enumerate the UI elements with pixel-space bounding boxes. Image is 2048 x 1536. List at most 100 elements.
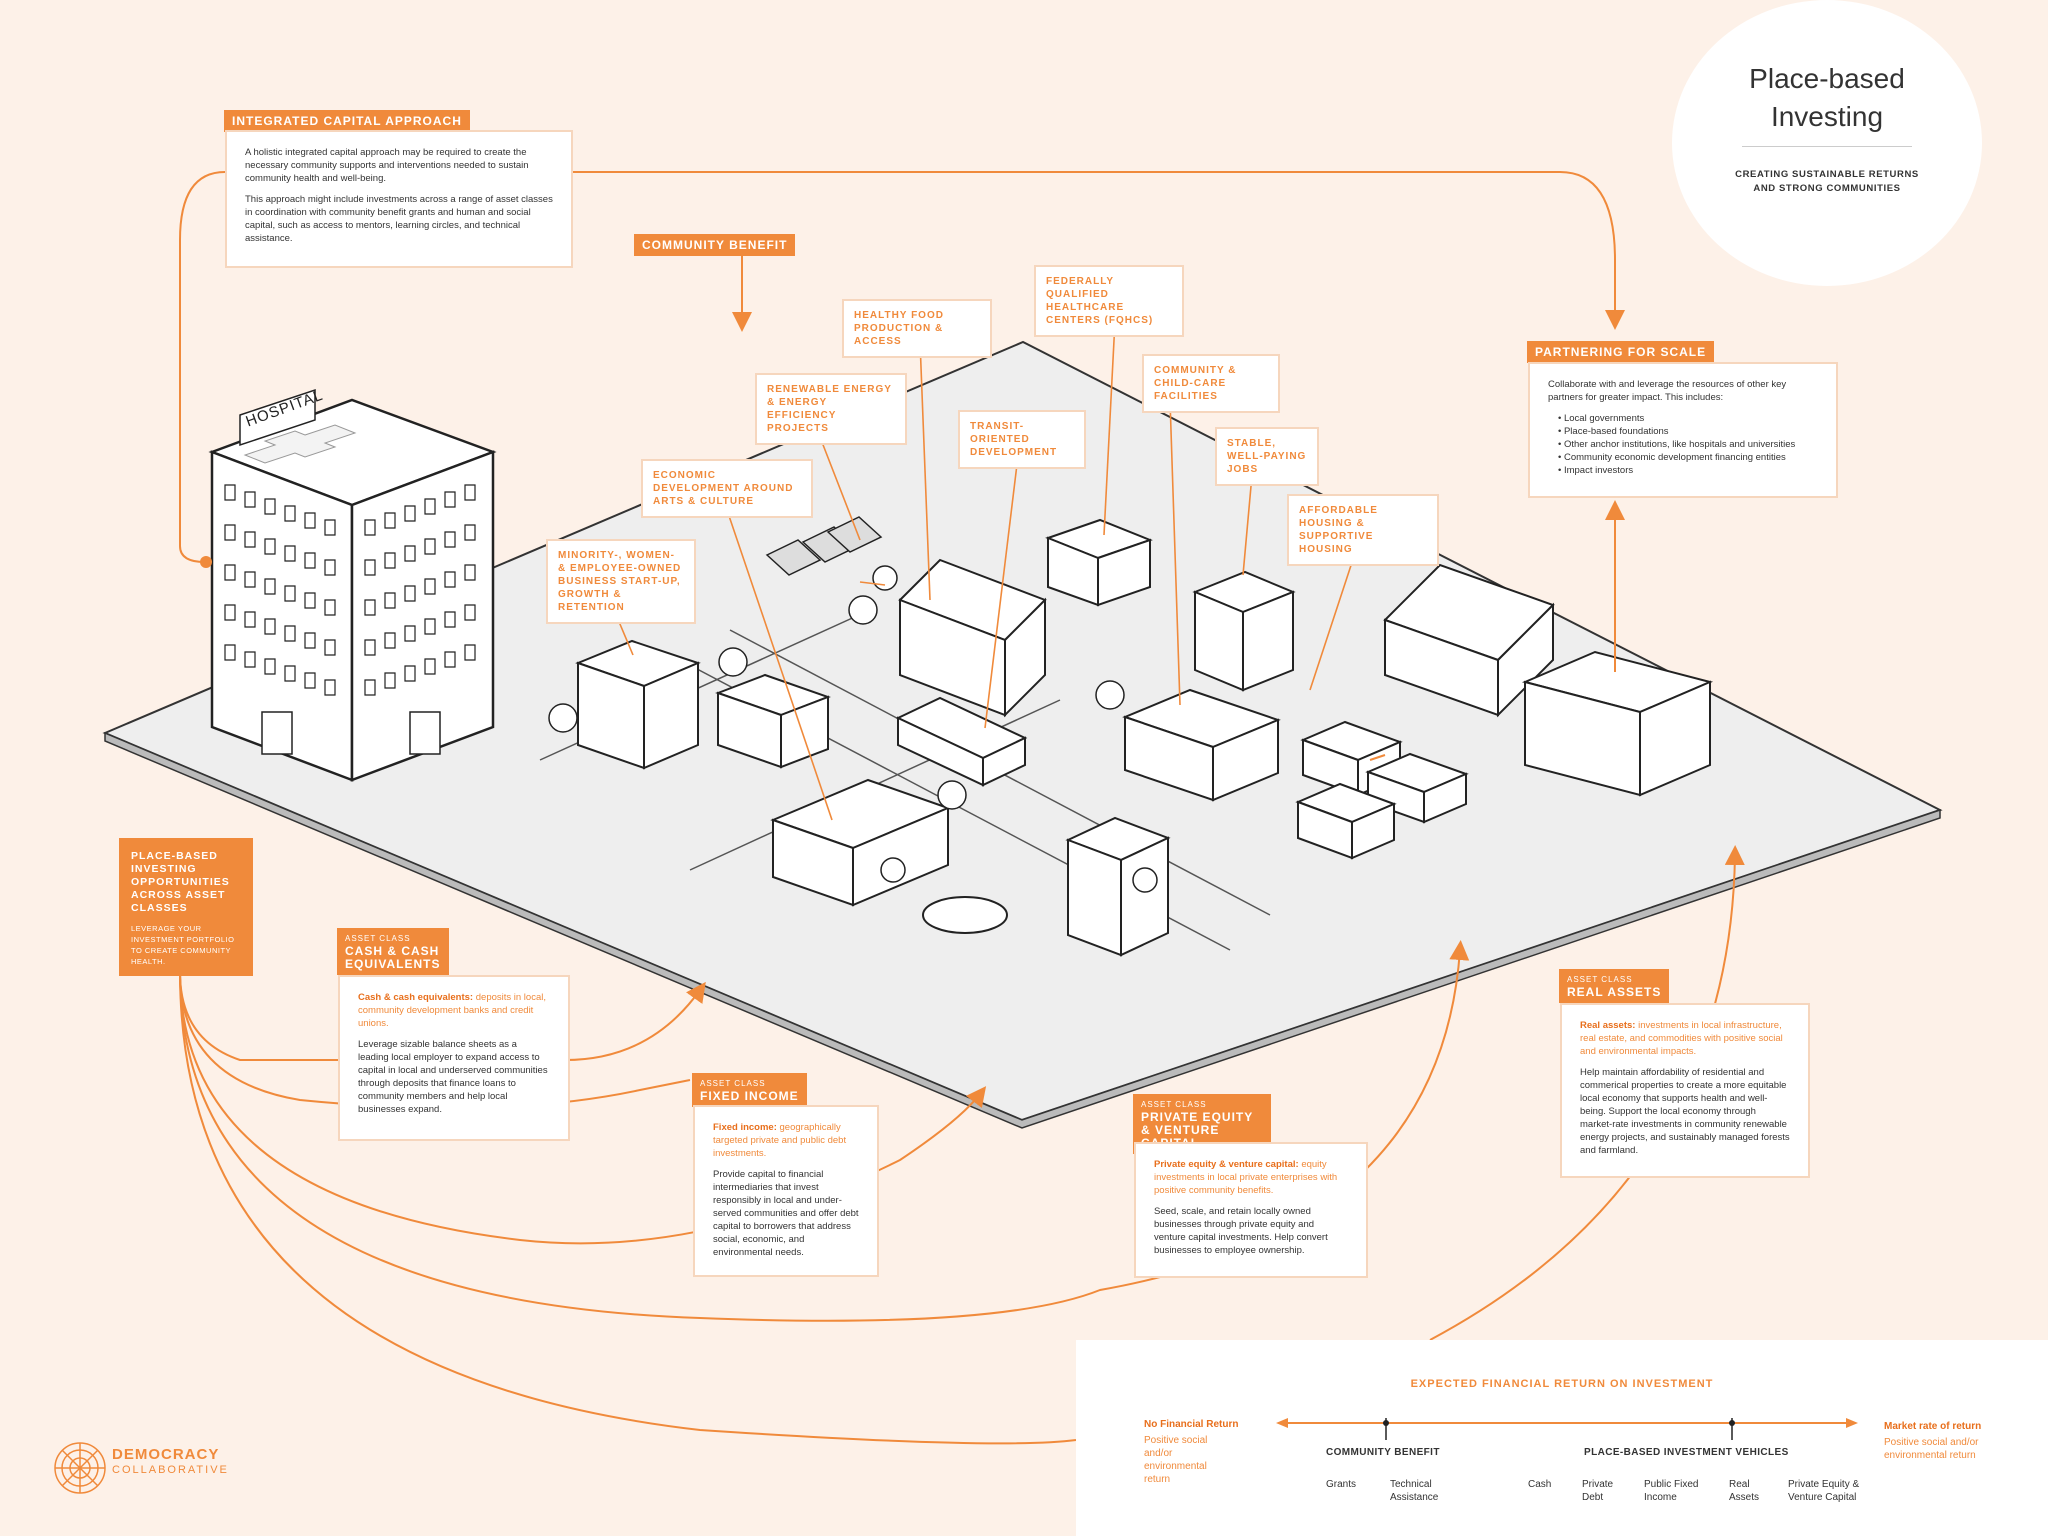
main-title-line1: Place-based [1749, 63, 1905, 94]
office-building [1065, 816, 1171, 957]
label-healthy-food: HEALTHY FOOD PRODUCTION & ACCESS [842, 299, 992, 358]
list-item: Community economic development financing… [1558, 451, 1818, 464]
logo-word-1: DEMOCRACY [112, 1446, 220, 1463]
legend-item: Private Debt [1582, 1479, 1614, 1503]
jobs-building [1192, 570, 1296, 692]
greenhouse [898, 558, 1047, 718]
cash-lead-bold: Cash & cash equivalents: [358, 992, 474, 1003]
private-equity-box: Private equity & venture capital: equity… [1134, 1142, 1368, 1278]
integrated-p2: This approach might include investments … [245, 194, 553, 244]
small-shop [715, 673, 831, 769]
real-body: Help maintain affordability of residenti… [1580, 1067, 1790, 1156]
label-arts: ECONOMIC DEVELOPMENT AROUND ARTS & CULTU… [641, 459, 813, 518]
fixed-lead-text: geographically targeted private and publ… [713, 1122, 847, 1159]
real-assets-tag: ASSET CLASS REAL ASSETS [1559, 969, 1670, 1003]
real-lead: Real assets: investments in local infras… [1580, 1019, 1790, 1058]
legend-item: Private Equity & Venture Capital [1788, 1479, 1860, 1503]
legend-left-sub: Positive social and/or environmental ret… [1144, 1435, 1208, 1485]
fixed-income-tag-title: FIXED INCOME [700, 1089, 799, 1103]
real-assets-building [1521, 650, 1714, 797]
civic-building [1383, 563, 1555, 718]
shop-building [575, 639, 701, 770]
fixed-body: Provide capital to financial intermediar… [713, 1169, 859, 1258]
asset-class-label: ASSET CLASS [1567, 975, 1633, 984]
return-legend: EXPECTED FINANCIAL RETURN ON INVESTMENT … [1076, 1340, 2048, 1536]
label-transit: TRANSIT-ORIENTED DEVELOPMENT [958, 410, 1086, 469]
real-assets-tag-title: REAL ASSETS [1567, 985, 1662, 999]
asset-class-label: ASSET CLASS [1141, 1100, 1207, 1109]
partnering-intro: Collaborate with and leverage the resour… [1548, 379, 1787, 403]
legend-item: Public Fixed Income [1644, 1479, 1699, 1503]
cash-body: Leverage sizable balance sheets as a lea… [358, 1039, 548, 1115]
legend-title: EXPECTED FINANCIAL RETURN ON INVESTMENT [1410, 1378, 1714, 1390]
asset-class-label: ASSET CLASS [345, 934, 411, 943]
legend-right-sub: Positive social and/or environmental ret… [1884, 1437, 1979, 1461]
bus [895, 696, 1028, 787]
integrated-capital-tag: INTEGRATED CAPITAL APPROACH [224, 110, 470, 132]
list-item: Place-based foundations [1558, 425, 1818, 438]
pe-lead: Private equity & venture capital: equity… [1154, 1158, 1348, 1197]
label-jobs: STABLE, WELL-PAYING JOBS [1215, 427, 1319, 486]
ground-edge [104, 731, 1941, 1129]
legend-right-bold: Market rate of return [1884, 1421, 1982, 1432]
fixed-income-tag: ASSET CLASS FIXED INCOME [692, 1073, 807, 1107]
fixed-income-box: Fixed income: geographically targeted pr… [693, 1105, 879, 1277]
title-circle: Place-based Investing CREATING SUSTAINAB… [1672, 0, 1982, 286]
list-item: Impact investors [1558, 464, 1818, 477]
private-equity-tag-title: PRIVATE EQUITY & VENTURE CAPITAL [1141, 1110, 1254, 1150]
democracy-collaborative-logo: DEMOCRACY COLLABORATIVE [52, 1440, 227, 1501]
integrated-p1: A holistic integrated capital approach m… [245, 147, 529, 184]
place-based-block: PLACE-BASED INVESTING OPPORTUNITIES ACRO… [119, 838, 253, 976]
pe-body: Seed, scale, and retain locally owned bu… [1154, 1206, 1328, 1256]
cash-tag: ASSET CLASS CASH & CASH EQUIVALENTS [337, 928, 449, 975]
legend-item: Grants [1326, 1479, 1357, 1490]
list-item: Local governments [1558, 412, 1818, 425]
community-benefit-tag: COMMUNITY BENEFIT [634, 234, 796, 256]
legend-group-community: COMMUNITY BENEFIT [1326, 1447, 1440, 1458]
list-item: Other anchor institutions, like hospital… [1558, 438, 1818, 451]
main-title-line2: Investing [1770, 101, 1884, 132]
label-housing: AFFORDABLE HOUSING & SUPPORTIVE HOUSING [1287, 494, 1439, 566]
arts-building [770, 778, 951, 907]
logo-word-2: COLLABORATIVE [112, 1464, 229, 1476]
sunburst-icon [54, 1442, 106, 1494]
return-axis [1276, 1418, 1858, 1440]
real-lead-text: investments in local infrastructure, rea… [1580, 1020, 1783, 1057]
integrated-capital-box: A holistic integrated capital approach m… [225, 130, 573, 268]
title-divider [1742, 146, 1912, 147]
housing-building [1295, 720, 1469, 860]
real-lead-bold: Real assets: [1580, 1020, 1636, 1031]
pe-lead-bold: Private equity & venture capital: [1154, 1159, 1299, 1170]
legend-left-bold: No Financial Return [1144, 1419, 1239, 1430]
asset-class-label: ASSET CLASS [700, 1079, 766, 1088]
label-renewable: RENEWABLE ENERGY & ENERGY EFFICIENCY PRO… [755, 373, 907, 445]
place-based-title: PLACE-BASED INVESTING OPPORTUNITIES ACRO… [131, 850, 230, 914]
childcare-building [1122, 688, 1281, 802]
hospital-building [208, 388, 497, 782]
legend-group-vehicles: PLACE-BASED INVESTMENT VEHICLES [1584, 1447, 1789, 1458]
legend-item: Real Assets [1729, 1479, 1760, 1503]
place-based-sub: LEVERAGE YOUR INVESTMENT PORTFOLIO TO CR… [131, 924, 235, 966]
label-minority-business: MINORITY-, WOMEN- & EMPLOYEE-OWNED BUSIN… [546, 539, 696, 624]
cash-lead: Cash & cash equivalents: deposits in loc… [358, 991, 550, 1030]
label-childcare: COMMUNITY & CHILD-CARE FACILITIES [1142, 354, 1280, 413]
cash-tag-title: CASH & CASH EQUIVALENTS [345, 944, 441, 971]
solar-panels [765, 516, 883, 576]
fixed-lead-bold: Fixed income: [713, 1122, 777, 1133]
health-center [1045, 518, 1153, 607]
fixed-lead: Fixed income: geographically targeted pr… [713, 1121, 859, 1160]
legend-item: Cash [1528, 1479, 1552, 1490]
main-title: Place-based Investing [1672, 60, 1982, 136]
cash-box: Cash & cash equivalents: deposits in loc… [338, 975, 570, 1141]
real-assets-box: Real assets: investments in local infras… [1560, 1003, 1810, 1178]
partnering-box: Collaborate with and leverage the resour… [1528, 362, 1838, 498]
pe-lead-text: equity investments in local private ente… [1154, 1159, 1338, 1196]
cash-lead-text: deposits in local, community development… [358, 992, 546, 1029]
label-fqhc: FEDERALLY QUALIFIED HEALTHCARE CENTERS (… [1034, 265, 1184, 337]
fountain [922, 896, 1008, 934]
subtitle: CREATING SUSTAINABLE RETURNS AND STRONG … [1735, 169, 1919, 194]
legend-item: Technical Assistance [1390, 1479, 1439, 1503]
partnering-tag: PARTNERING FOR SCALE [1527, 341, 1715, 363]
